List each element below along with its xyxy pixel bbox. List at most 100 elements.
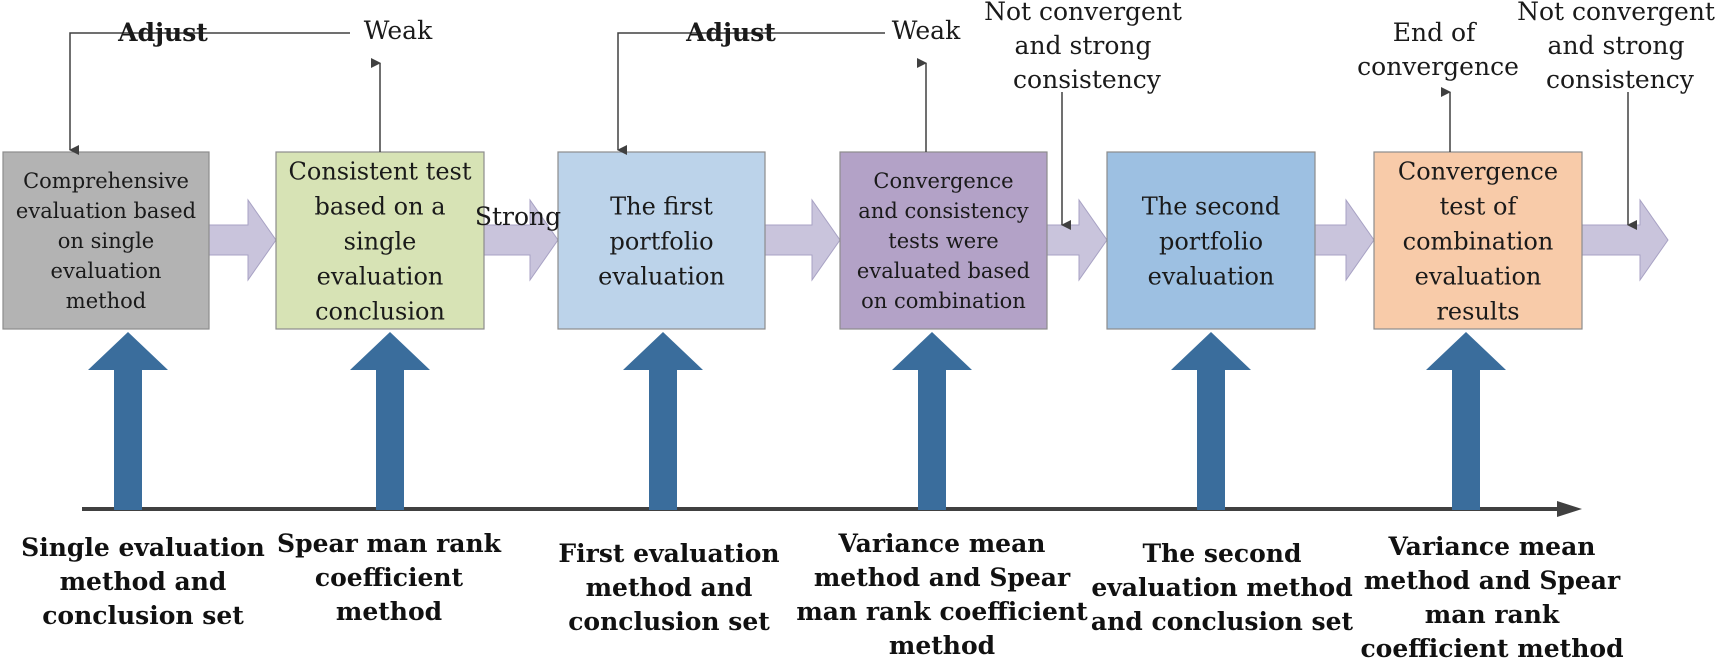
not-convergent-label-2: Not convergent and strong consistency <box>1517 0 1722 94</box>
stage-box-6-line-2: test of <box>1440 192 1519 220</box>
stage-box-5-line-1: The second <box>1142 192 1281 220</box>
support-arrows <box>88 332 1506 510</box>
support-arrow-1 <box>88 332 168 510</box>
feedback-lines <box>69 32 1637 230</box>
bottom-label-1-line-3: conclusion set <box>42 601 244 630</box>
stage-box-2-rect <box>275 151 485 330</box>
bottom-label-4: Variance mean method and Spear man rank co… <box>796 529 1088 660</box>
flow-arrow-3 <box>764 198 841 282</box>
stage-box-1-line-3: on single <box>58 229 154 253</box>
end-of-convergence-label: End of convergence <box>1357 18 1519 81</box>
bottom-label-3: First evaluation method and conclusion set <box>558 539 779 636</box>
bottom-label-5-line-2: evaluation method <box>1091 573 1352 602</box>
weak-label-2: Weak <box>892 16 961 45</box>
stage-box-6: Convergence test of combination evaluation r… <box>1373 151 1583 330</box>
weak-label-1: Weak <box>364 16 433 45</box>
stage-box-3-rect <box>557 151 766 330</box>
not-convergent-2-line-2: and strong <box>1548 31 1685 60</box>
bottom-label-4-line-4: method <box>889 631 995 660</box>
support-arrow-4 <box>892 332 972 510</box>
stage-box-5-line-3: evaluation <box>1148 262 1275 290</box>
annotations: Adjust Weak Strong Adjust Weak Not conve… <box>117 0 1722 231</box>
stage-box-4-line-4: evaluated based <box>857 259 1030 283</box>
not-convergent-1-line-3: consistency <box>1013 65 1162 94</box>
not-convergent-2-line-1: Not convergent <box>1517 0 1715 26</box>
bottom-label-2-line-2: coefficient <box>315 563 464 592</box>
support-arrow-3 <box>623 332 703 510</box>
stage-box-2-line-3: single <box>344 227 417 255</box>
stage-box-2-line-5: conclusion <box>315 297 445 325</box>
stage-box-5: The second portfolio evaluation <box>1106 151 1316 330</box>
flow-arrow-6 <box>1581 198 1669 282</box>
flow-arrows <box>208 198 1669 282</box>
flow-arrow-4 <box>1046 198 1108 282</box>
stage-box-5-text: The second portfolio evaluation <box>1142 192 1281 290</box>
end-of-convergence-line-1: End of <box>1393 18 1477 47</box>
bottom-label-1-line-2: method and <box>60 567 227 596</box>
stage-box-6-line-1: Convergence <box>1398 157 1558 185</box>
bottom-label-2-line-3: method <box>336 597 442 626</box>
stage-box-1-line-2: evaluation based <box>16 199 196 223</box>
strong-label: Strong <box>475 202 561 231</box>
stage-box-4-line-3: tests were <box>888 229 998 253</box>
timeline-axis <box>82 501 1582 517</box>
stage-box-6-rect <box>1373 151 1583 330</box>
flow-arrow-2 <box>483 198 559 282</box>
adjust-loop-2-line <box>617 32 885 155</box>
support-arrow-2 <box>350 332 430 510</box>
stage-box-4-line-1: Convergence <box>873 169 1013 193</box>
bottom-label-4-line-2: method and Spear <box>814 563 1071 592</box>
bottom-label-4-line-1: Variance mean <box>838 529 1046 558</box>
bottom-label-3-line-2: method and <box>586 573 753 602</box>
stage-box-6-line-4: evaluation <box>1415 262 1542 290</box>
adjust-label-1: Adjust <box>117 18 208 47</box>
stage-box-3-line-2: portfolio <box>609 227 713 255</box>
stage-box-6-line-5: results <box>1436 297 1519 325</box>
stage-box-6-line-3: combination <box>1403 227 1554 255</box>
stage-box-2-line-1: Consistent test <box>289 157 472 185</box>
stage-box-3-line-1: The first <box>610 192 713 220</box>
stage-box-5-rect <box>1106 151 1316 330</box>
not-convergent-2-line-3: consistency <box>1546 65 1695 94</box>
stage-box-1-line-5: method <box>66 289 146 313</box>
bottom-label-3-line-3: conclusion set <box>568 607 770 636</box>
end-of-convergence-line-2: convergence <box>1357 52 1519 81</box>
stage-box-3: The first portfolio evaluation <box>557 151 766 330</box>
stage-box-1-rect <box>2 151 210 330</box>
not-convergent-label-1: Not convergent and strong consistency <box>984 0 1190 94</box>
bottom-label-3-line-1: First evaluation <box>558 539 779 568</box>
stage-box-3-text: The first portfolio evaluation <box>598 192 725 290</box>
stage-box-6-text: Convergence test of combination evaluation r… <box>1398 157 1558 325</box>
not-convergent-1-line-1: Not convergent <box>984 0 1182 26</box>
stage-box-3-line-3: evaluation <box>598 262 725 290</box>
bottom-label-2: Spear man rank coefficient method <box>277 529 502 626</box>
flow-arrow-1 <box>208 198 277 282</box>
bottom-label-4-line-3: man rank coefficient <box>796 597 1088 626</box>
bottom-label-2-line-1: Spear man rank <box>277 529 502 558</box>
flow-arrow-5 <box>1314 198 1375 282</box>
stage-box-5-line-2: portfolio <box>1159 227 1263 255</box>
support-arrow-5 <box>1171 332 1251 510</box>
support-arrow-6 <box>1426 332 1506 510</box>
stage-box-4-text: Convergence and consistency tests were eval… <box>857 169 1030 313</box>
adjust-label-2: Adjust <box>685 18 776 47</box>
bottom-label-6-line-3: man rank <box>1425 600 1560 629</box>
bottom-label-1: Single evaluation method and conclusion se… <box>21 533 265 630</box>
not-convergent-1-line-2: and strong <box>1015 31 1152 60</box>
bottom-labels: Single evaluation method and conclusion se… <box>21 529 1623 662</box>
bottom-label-6-line-4: coefficient method <box>1360 634 1623 662</box>
stage-box-2-line-2: based on a <box>314 192 445 220</box>
stage-box-4: Convergence and consistency tests were eval… <box>839 151 1048 330</box>
stage-box-4-line-2: and consistency <box>858 199 1029 223</box>
stage-box-1-line-4: evaluation <box>51 259 162 283</box>
bottom-label-6-line-2: method and Spear <box>1364 566 1621 595</box>
bottom-label-1-line-1: Single evaluation <box>21 533 265 562</box>
stage-box-4-rect <box>839 151 1048 330</box>
